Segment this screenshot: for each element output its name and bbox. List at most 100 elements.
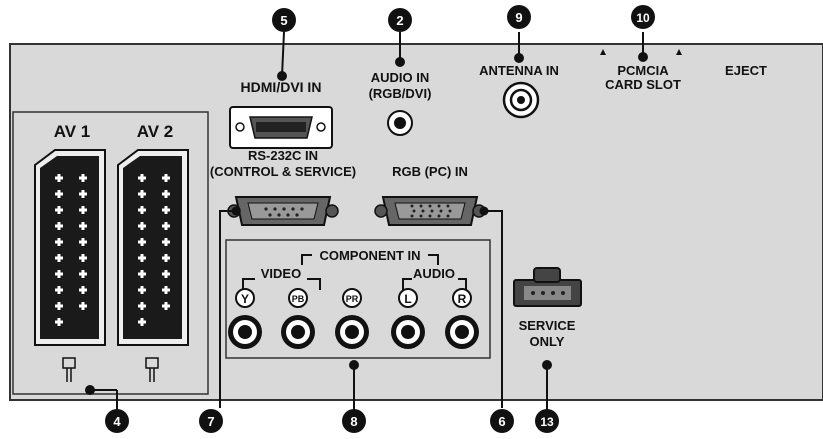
av2-label: AV 2 — [137, 122, 174, 141]
scart-pin — [164, 222, 168, 230]
svg-text:PB: PB — [292, 294, 305, 304]
callout-8: 8 — [342, 409, 366, 433]
scart-pin — [140, 270, 144, 278]
scart-pin — [81, 286, 85, 294]
svg-text:PR: PR — [346, 294, 359, 304]
callout-4: 4 — [105, 409, 129, 433]
scart-pin — [81, 302, 85, 310]
vga-pin — [446, 214, 450, 218]
scart-pin — [57, 286, 61, 294]
vga-pin — [437, 214, 441, 218]
vga-pin — [412, 209, 416, 213]
vga-pin — [448, 209, 452, 213]
rca-jack-center — [291, 325, 305, 339]
rca-jack-center — [345, 325, 359, 339]
rs232-sublabel: (CONTROL & SERVICE) — [210, 164, 356, 179]
svg-text:L: L — [404, 292, 411, 306]
scart-pin — [81, 190, 85, 198]
scart-pin — [140, 174, 144, 182]
svg-text:Y: Y — [241, 292, 249, 306]
pcmcia-left-arrow-icon — [600, 49, 606, 55]
vga-pin — [437, 204, 441, 208]
scart-pin — [57, 302, 61, 310]
av1-ground-icon — [62, 357, 76, 382]
scart-pin — [164, 190, 168, 198]
rgb-pc-label: RGB (PC) IN — [392, 164, 468, 179]
svg-text:7: 7 — [207, 414, 214, 429]
antenna-port — [502, 81, 540, 119]
scart-pin — [164, 238, 168, 246]
scart-pin — [81, 174, 85, 182]
service-label: SERVICE — [519, 318, 576, 333]
card-slot-label: CARD SLOT — [605, 77, 681, 92]
eject-label: EJECT — [725, 63, 767, 78]
vga-pin — [419, 204, 423, 208]
vga-pin — [439, 209, 443, 213]
svg-text:13: 13 — [540, 415, 554, 429]
scart-pin — [57, 238, 61, 246]
hdmi-port — [229, 106, 333, 149]
audio-label: AUDIO — [413, 266, 455, 281]
y-badge: Y — [235, 288, 255, 308]
scart-pin — [57, 174, 61, 182]
vga-pin — [410, 214, 414, 218]
audio-in-jack — [387, 110, 413, 136]
vga-pin — [428, 214, 432, 218]
pr-badge: PR — [342, 288, 362, 308]
l-badge: L — [398, 288, 418, 308]
scart-pin — [140, 286, 144, 294]
hdmi-label: HDMI/DVI IN — [241, 79, 322, 95]
scart-pin — [57, 190, 61, 198]
scart-pin — [140, 238, 144, 246]
vga-pin — [430, 209, 434, 213]
scart-pin — [81, 206, 85, 214]
callout-5: 5 — [272, 8, 296, 32]
av-section-frame — [12, 111, 209, 395]
vga-pin — [421, 209, 425, 213]
service-only-label: ONLY — [530, 334, 565, 349]
scart-pin — [57, 254, 61, 262]
svg-text:8: 8 — [350, 414, 357, 429]
vga-pin — [428, 204, 432, 208]
component-jacks — [228, 315, 479, 349]
scart-pin — [140, 206, 144, 214]
scart-pin — [57, 206, 61, 214]
rgb-pc-port — [374, 196, 486, 226]
svg-text:R: R — [458, 292, 467, 306]
vga-pin — [419, 214, 423, 218]
vga-pin — [446, 204, 450, 208]
rca-jack-center — [455, 325, 469, 339]
vga-pin — [410, 204, 414, 208]
rs232-port — [227, 196, 339, 226]
scart-pin — [140, 190, 144, 198]
rca-jack-center — [238, 325, 252, 339]
av1-label: AV 1 — [54, 122, 91, 141]
svg-text:5: 5 — [280, 13, 287, 28]
callout-9: 9 — [507, 5, 531, 29]
callout-13: 13 — [535, 409, 559, 433]
scart-pin — [81, 238, 85, 246]
svg-text:6: 6 — [498, 414, 505, 429]
svg-text:9: 9 — [515, 10, 522, 25]
av2-ground-icon — [145, 357, 159, 382]
svg-text:2: 2 — [396, 13, 403, 28]
scart-pin — [164, 206, 168, 214]
svg-text:10: 10 — [636, 11, 650, 25]
rca-jack-center — [401, 325, 415, 339]
component-bracket — [301, 254, 439, 265]
pcmcia-right-arrow-icon — [676, 49, 682, 55]
callout-leaders — [85, 31, 648, 410]
callout-10: 10 — [631, 5, 655, 29]
service-port — [513, 267, 582, 307]
svg-text:4: 4 — [113, 414, 121, 429]
callout-7: 7 — [199, 409, 223, 433]
audio-bracket — [402, 278, 467, 290]
scart-pin — [164, 174, 168, 182]
scart-pin — [81, 254, 85, 262]
video-bracket — [242, 278, 321, 290]
r-badge: R — [452, 288, 472, 308]
scart-pin — [164, 286, 168, 294]
component-label: COMPONENT IN — [319, 248, 420, 263]
pb-badge: PB — [288, 288, 308, 308]
